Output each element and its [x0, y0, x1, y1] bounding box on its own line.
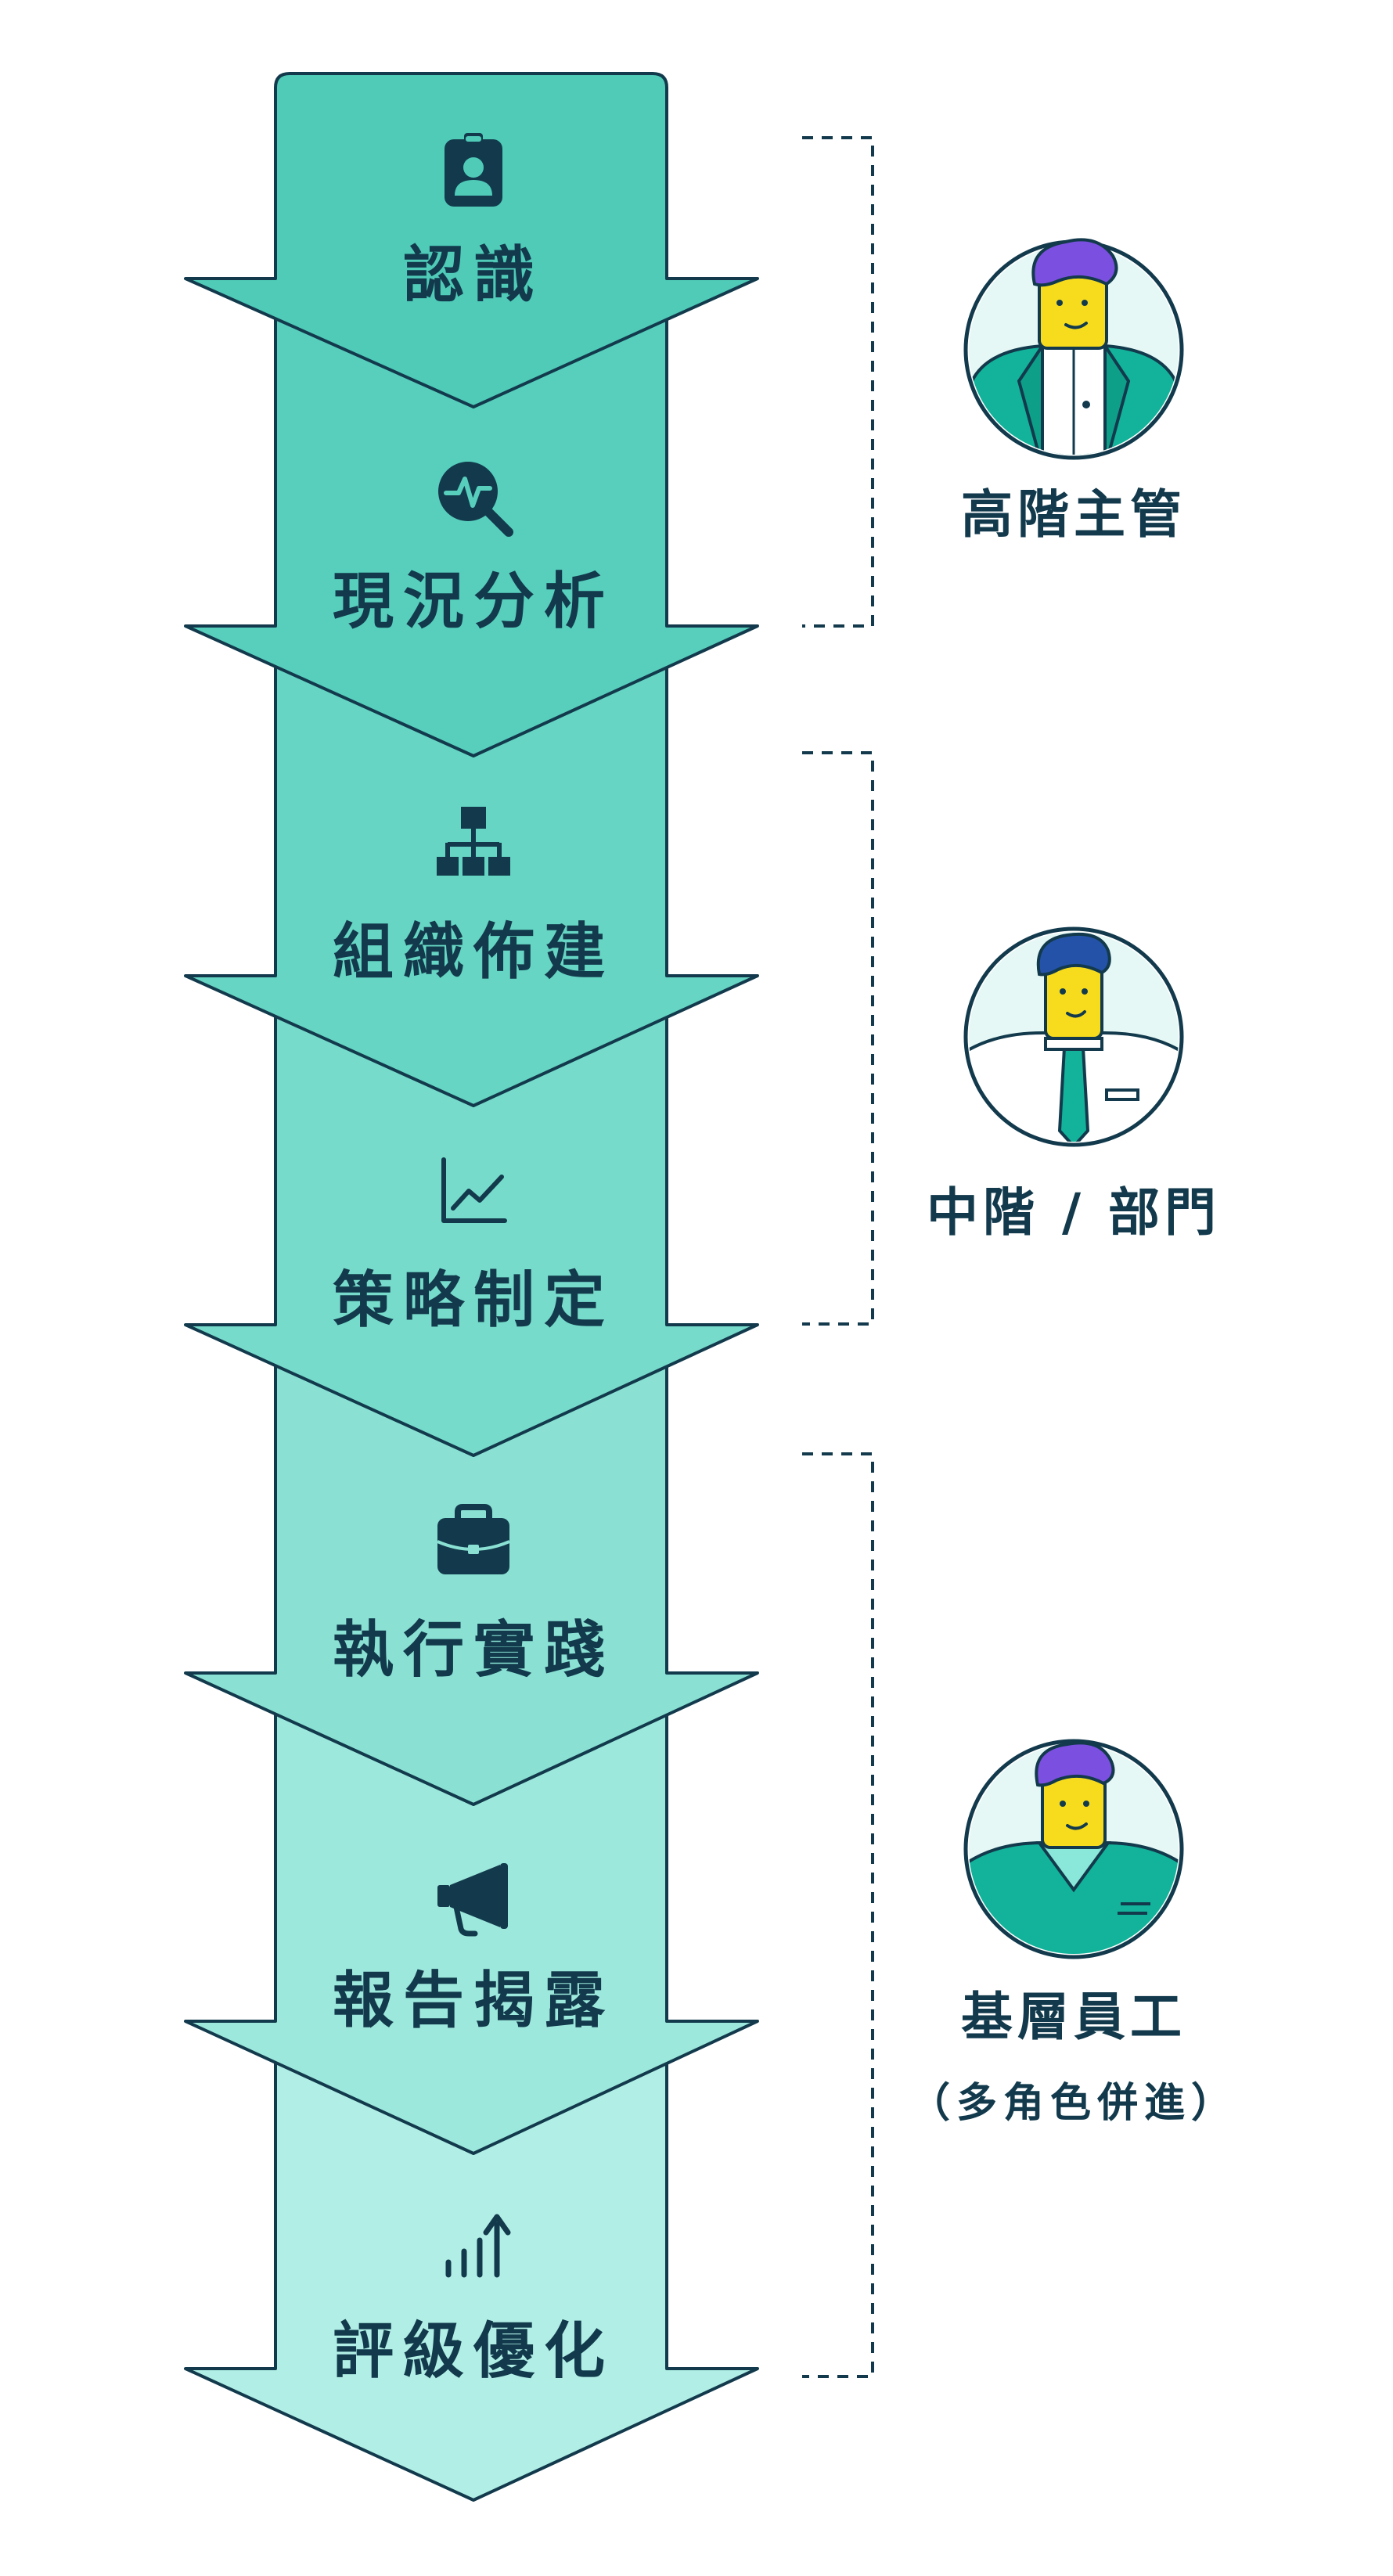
group-label-staff: 基層員工: [961, 1987, 1186, 2047]
step-label-1: 認識: [403, 240, 544, 311]
step-label-7: 評級優化: [333, 2316, 614, 2387]
bracket-staff: [802, 1452, 874, 2378]
step-label-2: 現況分析: [333, 567, 614, 637]
bar-growth-icon: [445, 2214, 511, 2278]
executive-avatar: [963, 238, 1184, 460]
briefcase-icon: [437, 1504, 510, 1574]
arrow-stack: [184, 72, 759, 2502]
bracket-executive: [802, 136, 874, 628]
step-arrow-2: [184, 318, 759, 757]
org-chart-icon: [437, 807, 510, 876]
step-arrow-3: [184, 665, 759, 1107]
step-arrow-4: [184, 1014, 759, 1457]
step-label-6: 報告揭露: [333, 1966, 614, 2036]
group-label-manager: 中階 / 部門: [927, 1182, 1221, 1243]
bracket-manager: [802, 751, 874, 1326]
step-arrow-1: [184, 72, 759, 408]
group-sublabel-staff: （多角色併進）: [909, 2080, 1238, 2127]
step-label-4: 策略制定: [333, 1265, 614, 1336]
step-arrow-7: [184, 2062, 759, 2502]
group-label-executive: 高階主管: [961, 484, 1186, 545]
staff-avatar: [963, 1739, 1184, 1959]
step-label-5: 執行實踐: [333, 1615, 614, 1686]
step-arrow-5: [184, 1364, 759, 1806]
manager-avatar: [963, 926, 1184, 1147]
magnify-pulse-icon: [438, 462, 513, 537]
id-badge-icon: [445, 133, 502, 207]
step-label-3: 組織佈建: [333, 917, 614, 988]
line-chart-icon: [441, 1157, 507, 1223]
megaphone-icon: [437, 1863, 508, 1937]
